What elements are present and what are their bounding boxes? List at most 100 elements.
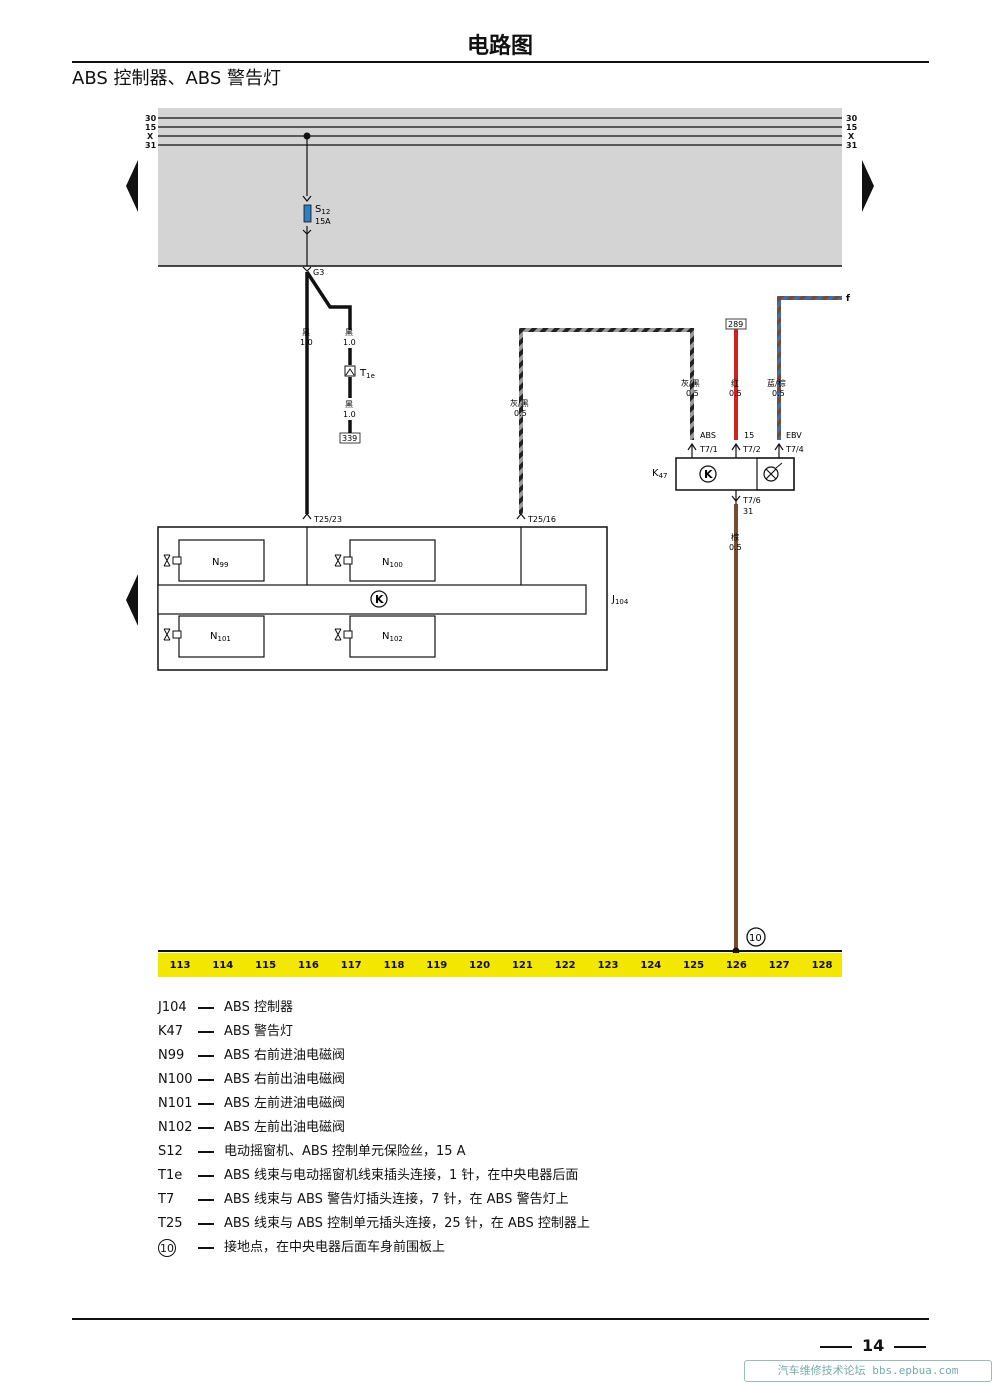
ground-g3-label: G3 [313,268,324,277]
svg-text:K: K [704,468,713,481]
ruler-label-128: 128 [812,960,833,971]
k47-label: K47 [652,468,667,480]
fuse-s12-icon [303,204,312,223]
ground-10-icon: 10 [158,1238,176,1257]
ruler-label-125: 125 [683,960,704,971]
watermark: 汽车维修技术论坛 bbs.epbua.com [744,1360,992,1382]
k47-pin-t7-2: T7/2 [742,445,761,454]
j104-pin-16: T25/16 [527,515,556,524]
ground-point-10-icon [746,927,766,947]
circuit-diagram: 30 15 X 31 30 15 X 31 S12 15A G3 黑 1.0 黑… [126,108,874,977]
k47-pin-label-15: 15 [744,431,754,440]
t1e-label: T1e [359,368,375,380]
wire1-size: 1.0 [300,338,313,347]
wire7-size: 0.5 [772,389,785,398]
bus-label-right-30: 30 [846,114,858,123]
bus-label-left-31: 31 [145,141,157,150]
wire5-size: 0.5 [686,389,699,398]
ruler-label-124: 124 [640,960,661,971]
wire1-color: 黑 [302,328,310,337]
ref-f: f [846,294,850,304]
ref-339: 339 [342,434,357,443]
svg-text:N102: N102 [382,631,403,643]
ruler-label-123: 123 [598,960,619,971]
wire7-color: 蓝/棕 [767,378,786,388]
ruler-label-121: 121 [512,960,533,971]
connector-t1e-icon [344,365,356,377]
j104-label: J104 [611,594,629,606]
bus-label-right-15: 15 [846,123,858,132]
wire4-size: 0.5 [514,409,527,418]
k47-pin-t7-6: T7/6 [742,496,761,505]
j104-module-icon [370,590,388,608]
ref-289: 289 [728,320,743,329]
valve-n100: N100 [334,539,436,582]
bus-label-left-15: 15 [145,123,157,132]
svg-text:N99: N99 [212,557,228,569]
ruler-label-119: 119 [426,960,447,971]
bus-label-right-31: 31 [846,141,858,150]
ruler-label-120: 120 [469,960,490,971]
bus-label-left-30: 30 [145,114,157,123]
k47-pin-t7-1: T7/1 [699,445,718,454]
header-rule [72,61,929,63]
wire4-color: 灰/黑 [510,398,529,408]
ruler-label-122: 122 [555,960,576,971]
k47-pin-31: 31 [743,507,753,516]
wire2-size: 1.0 [343,338,356,347]
ref-339-box [339,432,361,444]
ruler-label-127: 127 [769,960,790,971]
continue-left-arrow-lower-icon [126,574,138,626]
solenoid-icon [172,556,182,565]
solenoid-icon [343,630,353,639]
solenoid-icon [343,556,353,565]
svg-text:K: K [375,593,384,606]
wire3-size: 1.0 [343,410,356,419]
ruler-label-115: 115 [255,960,276,971]
fuse-rating: 15A [315,217,331,226]
ruler-label-118: 118 [384,960,405,971]
valve-n102: N102 [334,615,436,658]
wire5-color: 灰/黑 [681,378,700,388]
ground-point-10: 10 [749,933,762,944]
j104-pin-23: T25/23 [313,515,342,524]
ruler-label-116: 116 [298,960,319,971]
ruler-label-114: 114 [212,960,233,971]
valve-n99: N99 [163,539,265,582]
page-title: 电路图 [466,34,533,59]
bus-lines [158,117,842,146]
svg-text:N100: N100 [382,557,403,569]
k47-pin-label-abs: ABS [700,431,716,440]
bus-label-right-x: X [848,132,855,141]
wire8-color: 棕 [731,532,739,542]
ruler-label-113: 113 [170,960,191,971]
valve-n101: N101 [163,615,265,658]
page-number: 14 [820,1336,930,1355]
bus-label-left-x: X [147,132,154,141]
central-electrics-panel [158,108,842,266]
ruler-strip [158,953,842,977]
k47-pin-t7-4: T7/4 [785,445,804,454]
footer-rule [72,1318,929,1320]
ruler-label-117: 117 [341,960,362,971]
page-subtitle: ABS 控制器、ABS 警告灯 [72,68,281,89]
fuse-name: S12 [315,204,330,216]
wire8-size: 0.5 [729,543,742,552]
continue-left-arrow-icon [126,160,138,212]
wire3-color: 黑 [345,400,353,409]
wire6-color: 红 [731,378,739,388]
k47-pin-label-ebv: EBV [786,431,802,440]
continue-right-arrow-icon [862,160,874,212]
